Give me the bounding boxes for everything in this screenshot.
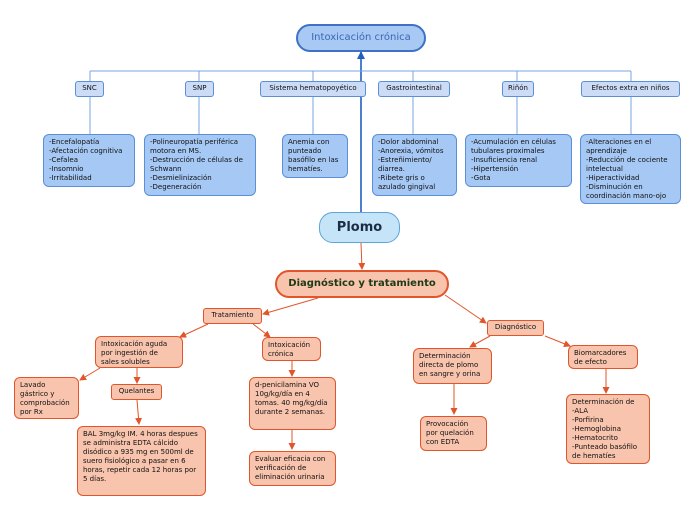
biomarcadores-node[interactable]: Biomarcadores de efecto — [568, 345, 638, 369]
connector-bus-drops — [89, 71, 632, 81]
connector-diagnostico-determinacion — [469, 335, 491, 348]
evaluar-eficacia-node[interactable]: Evaluar eficacia con verificación de eli… — [249, 451, 336, 486]
penicilamina-node[interactable]: d-penicilamina VO 10g/kg/día en 4 tomas.… — [249, 377, 336, 430]
category-snp[interactable]: SNP — [185, 81, 214, 97]
tratamiento-node[interactable]: Tratamiento — [203, 308, 262, 324]
intoxicacion-aguda-node[interactable]: Intoxicación aguda por ingestión de sale… — [95, 336, 183, 368]
biomarcadores-lista-node[interactable]: Determinación de -ALA -Porfirina -Hemogl… — [566, 394, 650, 464]
connector-diag-diagnostico — [444, 294, 487, 324]
connector-quelantes-bal — [135, 399, 142, 425]
category-snc[interactable]: SNC — [75, 81, 104, 97]
connector-diag-tratamiento — [262, 297, 319, 316]
category-efectos-ninos[interactable]: Efectos extra en niños — [581, 81, 680, 97]
connector-trat-aguda — [179, 323, 209, 338]
lavado-gastrico-node[interactable]: Lavado gástrico y comprobación por Rx — [14, 377, 79, 419]
connector-diagnostico-biomarcadores — [544, 335, 571, 348]
category-gastrointestinal[interactable]: Gastrointestinal — [378, 81, 450, 97]
title-node[interactable]: Intoxicación crónica — [296, 24, 426, 52]
diagnostico-tratamiento-node[interactable]: Diagnóstico y tratamiento — [275, 270, 449, 298]
determinacion-plomo-node[interactable]: Determinación directa de plomo en sangre… — [413, 348, 492, 384]
connector-aguda-lavado — [79, 367, 101, 381]
connector-category-children — [89, 97, 632, 134]
diagnostico-node[interactable]: Diagnóstico — [487, 320, 544, 336]
plomo-node[interactable]: Plomo — [319, 212, 400, 243]
efectos-ninos-details[interactable]: -Alteraciones en el aprendizaje -Reducci… — [580, 134, 681, 204]
rinon-details[interactable]: -Acumulación en células tubulares proxim… — [465, 134, 572, 187]
category-rinon[interactable]: Riñón — [502, 81, 534, 97]
hematopoyetico-details[interactable]: Anemia con punteado basófilo en las hema… — [282, 134, 348, 178]
connector-trat-cronica — [252, 323, 271, 338]
snc-details[interactable]: -Encefalopatía -Afectación cognitiva -Ce… — [43, 134, 135, 187]
snp-details[interactable]: -Polineuropatía periférica motora en MS.… — [144, 134, 256, 196]
gastrointestinal-details[interactable]: -Dolor abdominal -Anorexia, vómitos -Est… — [372, 134, 457, 196]
bal-edta-node[interactable]: BAL 3mg/kg IM. 4 horas despues se admini… — [77, 426, 206, 496]
category-hematopoyetico[interactable]: Sistema hematopoyético — [260, 81, 366, 97]
intoxicacion-cronica-node[interactable]: Intoxicación crónica — [262, 337, 321, 361]
quelantes-node[interactable]: Quelantes — [111, 384, 162, 400]
connector-plomo-diag — [358, 242, 366, 270]
provocacion-edta-node[interactable]: Provocación por quelación con EDTA — [420, 416, 487, 451]
